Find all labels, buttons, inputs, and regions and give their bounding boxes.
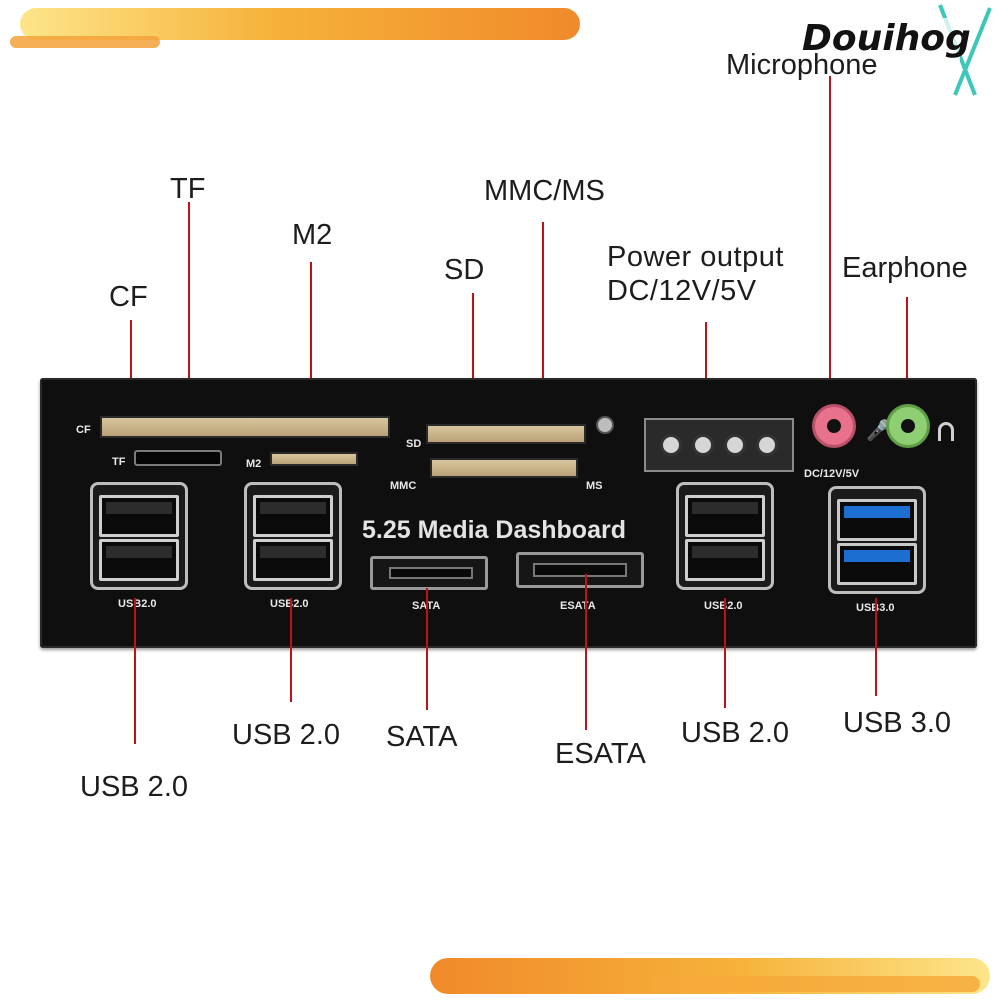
headphone-icon: [938, 422, 954, 441]
leader-usb30: [875, 598, 877, 696]
brush-stroke-top-2: [10, 36, 160, 48]
panel-label-esata: ESATA: [560, 600, 596, 612]
panel-label-mmc: MMC: [390, 480, 417, 492]
panel-label-dc: DC/12V/5V: [804, 468, 860, 480]
cf-slot: [100, 416, 390, 438]
sata-port[interactable]: [370, 556, 488, 590]
leader-mmc-ms: [542, 222, 544, 470]
panel-label-tf: TF: [112, 456, 126, 468]
microphone-icon: 🎤: [866, 420, 891, 442]
leader-microphone: [829, 76, 831, 402]
m2-slot: [270, 452, 358, 466]
power-output-connector: [644, 418, 794, 472]
label-earphone: Earphone: [842, 252, 968, 284]
microphone-jack[interactable]: [812, 404, 856, 448]
panel-label-usb-right: USB2.0: [704, 600, 743, 612]
panel-label-cf: CF: [76, 424, 91, 436]
usb20-port-left[interactable]: [90, 482, 188, 590]
power-led: [596, 416, 614, 434]
panel-label-sd: SD: [406, 438, 422, 450]
leader-usb20-right: [724, 598, 726, 708]
label-usb20-second: USB 2.0: [232, 719, 340, 751]
label-m2: M2: [292, 219, 333, 251]
label-usb30: USB 3.0: [843, 707, 951, 739]
usb20-port-second[interactable]: [244, 482, 342, 590]
sd-slot: [426, 424, 586, 444]
usb30-port[interactable]: [828, 486, 926, 594]
label-cf: CF: [109, 281, 148, 313]
leader-power: [705, 322, 707, 422]
brush-stroke-top: [20, 8, 580, 40]
panel-title: 5.25 Media Dashboard: [362, 516, 626, 544]
label-sata: SATA: [386, 721, 458, 753]
media-dashboard-panel: CF TF M2 SD MMC MS 🎤 DC/12V/5V 5.25 Medi…: [40, 378, 977, 648]
label-microphone: Microphone: [726, 49, 878, 81]
label-tf: TF: [170, 173, 206, 205]
earphone-jack[interactable]: [886, 404, 930, 448]
leader-tf: [188, 202, 190, 457]
label-usb20-right: USB 2.0: [681, 717, 789, 749]
panel-label-ms: MS: [586, 480, 603, 492]
leader-usb20-second: [290, 598, 292, 702]
panel-label-usb-second: USB2.0: [270, 598, 309, 610]
brand-logo: Douihog: [790, 0, 1000, 100]
esata-port[interactable]: [516, 552, 644, 588]
usb20-port-right[interactable]: [676, 482, 774, 590]
leader-esata: [585, 574, 587, 730]
brush-stroke-bottom-2: [650, 976, 980, 992]
label-esata: ESATA: [555, 738, 646, 770]
brand-logo-text: Douihog: [802, 18, 971, 59]
label-sd: SD: [444, 254, 485, 286]
label-mmc-ms: MMC/MS: [484, 175, 605, 207]
panel-label-usb-left: USB2.0: [118, 598, 157, 610]
leader-m2: [310, 262, 312, 457]
tf-slot: [134, 450, 222, 466]
mmc-ms-slot: [430, 458, 578, 478]
panel-label-m2: M2: [246, 458, 262, 470]
leader-earphone: [906, 297, 908, 405]
leader-usb20-left: [134, 598, 136, 744]
leader-sd: [472, 293, 474, 433]
label-usb20-left: USB 2.0: [80, 771, 188, 803]
leader-cf: [130, 320, 132, 427]
leader-sata: [426, 588, 428, 710]
label-power-output: Power output DC/12V/5V: [607, 241, 784, 307]
